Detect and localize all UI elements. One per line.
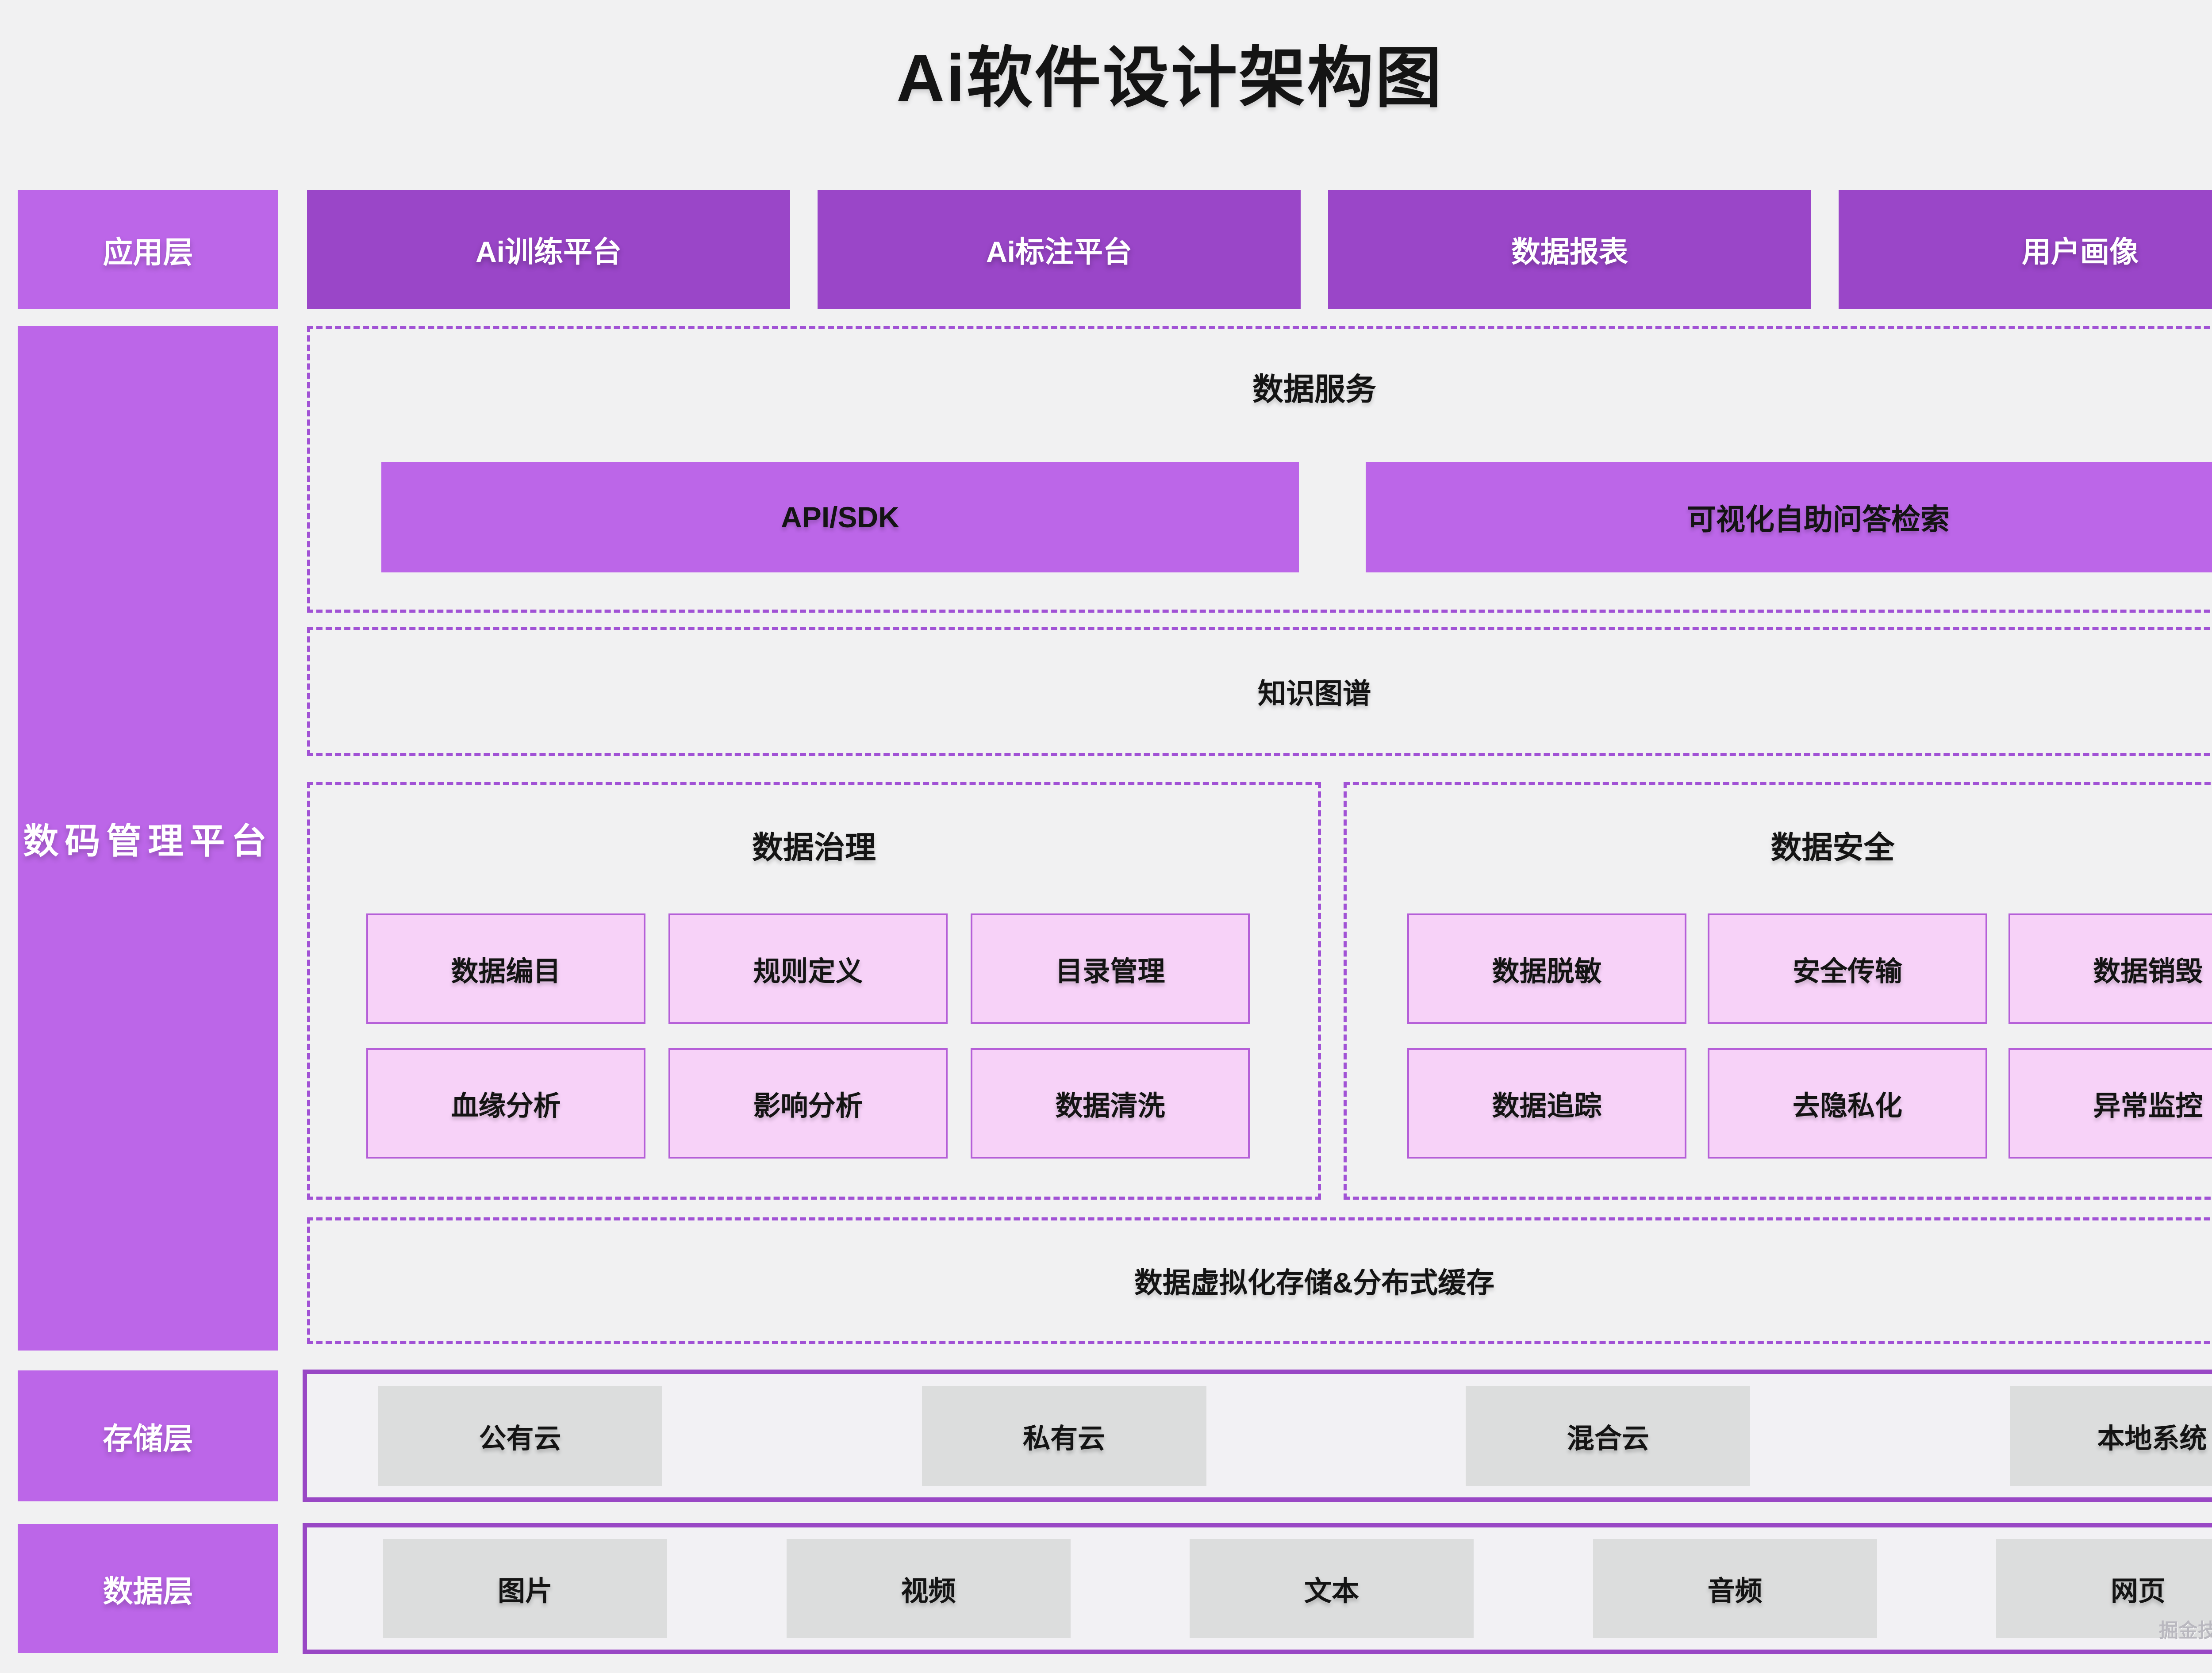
box-hybrid-cloud: 混合云 (1466, 1385, 1751, 1486)
box-data-masking: 数据脱敏 (1407, 913, 1687, 1024)
box-private-cloud: 私有云 (922, 1385, 1206, 1486)
box-impact-analysis: 影响分析 (668, 1048, 948, 1159)
label-storage-layer: 存储层 (18, 1370, 278, 1501)
virtual-storage-title: 数据虚拟化存储&分布式缓存 (1134, 1267, 1495, 1299)
section-data-governance: 数据治理 数据编目 规则定义 目录管理 血缘分析 影响分析 数据清洗 (307, 782, 1321, 1200)
app-box-ai-labeling-platform: Ai标注平台 (818, 190, 1301, 309)
box-data-cleaning: 数据清洗 (971, 1048, 1250, 1159)
label-digital-management-platform: 数码管理平台 (18, 326, 278, 1351)
box-public-cloud: 公有云 (378, 1385, 662, 1486)
section-knowledge-graph: 知识图谱 (307, 627, 2212, 756)
box-data-cataloging: 数据编目 (366, 913, 645, 1024)
box-data-tracking: 数据追踪 (1407, 1048, 1687, 1159)
data-governance-grid: 数据编目 规则定义 目录管理 血缘分析 影响分析 数据清洗 (310, 913, 1318, 1159)
box-local-system: 本地系统 (2009, 1385, 2212, 1486)
storage-container: 公有云 私有云 混合云 本地系统 (303, 1370, 2212, 1502)
data-security-grid: 数据脱敏 安全传输 数据销毁 数据追踪 去隐私化 异常监控 (1347, 913, 2212, 1159)
label-data-layer: 数据层 (18, 1524, 278, 1653)
box-rule-definition: 规则定义 (668, 913, 948, 1024)
section-data-security: 数据安全 数据脱敏 安全传输 数据销毁 数据追踪 去隐私化 异常监控 (1344, 782, 2212, 1200)
box-audio: 音频 (1593, 1539, 1877, 1638)
box-lineage-analysis: 血缘分析 (366, 1048, 645, 1159)
box-webpage: 网页 (1996, 1539, 2212, 1638)
box-secure-transmission: 安全传输 (1708, 913, 1987, 1024)
box-de-privacy: 去隐私化 (1708, 1048, 1987, 1159)
data-service-title: 数据服务 (1252, 372, 1376, 407)
label-application-layer: 应用层 (18, 190, 278, 309)
watermark: 掘金技术社区 @ 职场工具箱 (2159, 1620, 2212, 1642)
box-data-destruction: 数据销毁 (2008, 913, 2212, 1024)
page-title: Ai软件设计架构图 (896, 41, 1444, 115)
box-visual-self-service-qa: 可视化自助问答检索 (1366, 462, 2212, 572)
data-container: 图片 视频 文本 音频 网页 (303, 1523, 2212, 1654)
box-video: 视频 (786, 1539, 1071, 1638)
app-box-data-report: 数据报表 (1328, 190, 1811, 309)
box-image: 图片 (383, 1539, 667, 1638)
section-data-service: 数据服务 API/SDK 可视化自助问答检索 (307, 326, 2212, 613)
section-virtual-storage-cache: 数据虚拟化存储&分布式缓存 (307, 1217, 2212, 1344)
box-text: 文本 (1190, 1539, 1474, 1638)
data-governance-title: 数据治理 (752, 830, 876, 865)
app-box-ai-training-platform: Ai训练平台 (307, 190, 790, 309)
box-api-sdk: API/SDK (381, 462, 1299, 572)
box-catalog-management: 目录管理 (971, 913, 1250, 1024)
application-boxes: Ai训练平台 Ai标注平台 数据报表 用户画像 (307, 190, 2212, 309)
app-box-user-profile: 用户画像 (1839, 190, 2212, 309)
data-security-title: 数据安全 (1770, 830, 1895, 865)
box-anomaly-monitoring: 异常监控 (2008, 1048, 2212, 1159)
knowledge-graph-title: 知识图谱 (1258, 678, 1371, 710)
